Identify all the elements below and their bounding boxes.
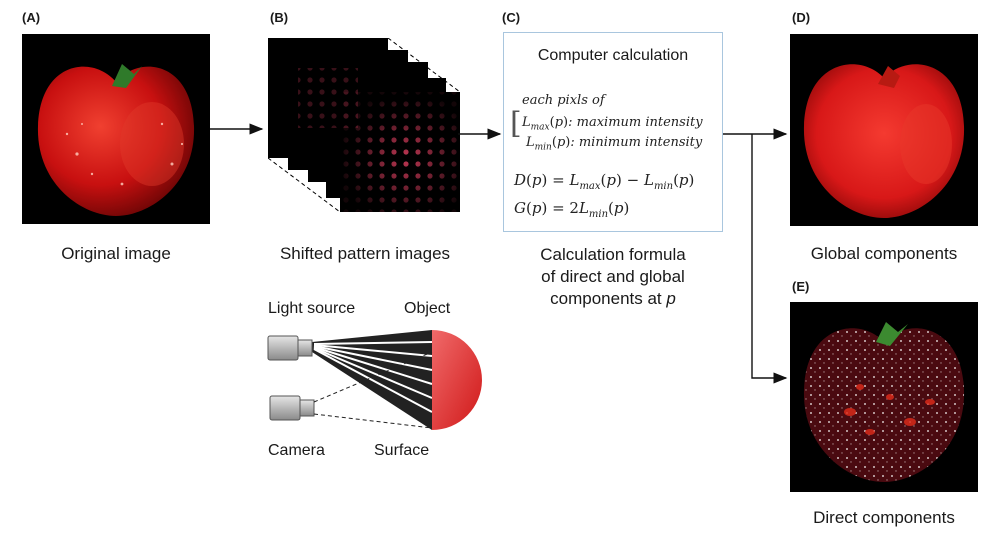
lmin-line: Lmin(p): minimum intensity <box>526 135 703 153</box>
brace-icon: [ <box>510 106 522 141</box>
lmax-desc: : maximum intensity <box>568 115 703 130</box>
pattern-stack-svg <box>267 37 461 213</box>
setup-diagram <box>264 322 486 436</box>
panel-label-c: (C) <box>502 10 521 25</box>
caption-a: Original image <box>61 244 171 263</box>
caption-c-line-1: Calculation formula <box>540 245 686 264</box>
equation-global: G(p) = 2Lmin(p) <box>514 199 630 220</box>
caption-c-line-2: of direct and global <box>541 267 685 286</box>
lmin-desc: : minimum intensity <box>570 135 703 150</box>
caption-c: Calculation formula of direct and global… <box>498 244 728 310</box>
object-label: Object <box>404 300 451 317</box>
formula-title: Computer calculation <box>537 47 689 64</box>
panel-label-d: (D) <box>792 10 811 25</box>
light-source-label: Light source <box>268 300 356 317</box>
caption-b: Shifted pattern images <box>279 244 451 263</box>
formula-intro: each pixls of <box>522 93 605 108</box>
panel-label-e: (E) <box>792 279 810 294</box>
global-components-image <box>790 34 978 226</box>
panel-label-a: (A) <box>22 10 41 25</box>
direct-components-image <box>790 302 978 492</box>
panel-label-b: (B) <box>270 10 289 25</box>
equation-direct: D(p) = Lmax(p) − Lmin(p) <box>514 171 695 192</box>
caption-d: Global components <box>810 244 958 263</box>
camera-label: Camera <box>268 442 325 459</box>
lmax-line: Lmax(p): maximum intensity <box>522 115 703 133</box>
original-image <box>22 34 210 224</box>
caption-c-line-3: components at p <box>550 289 676 308</box>
caption-e: Direct components <box>813 508 955 527</box>
pattern-stack <box>267 37 464 234</box>
surface-label: Surface <box>374 442 430 459</box>
formula-box: Computer calculation each pixls of [ Lma… <box>503 32 723 232</box>
